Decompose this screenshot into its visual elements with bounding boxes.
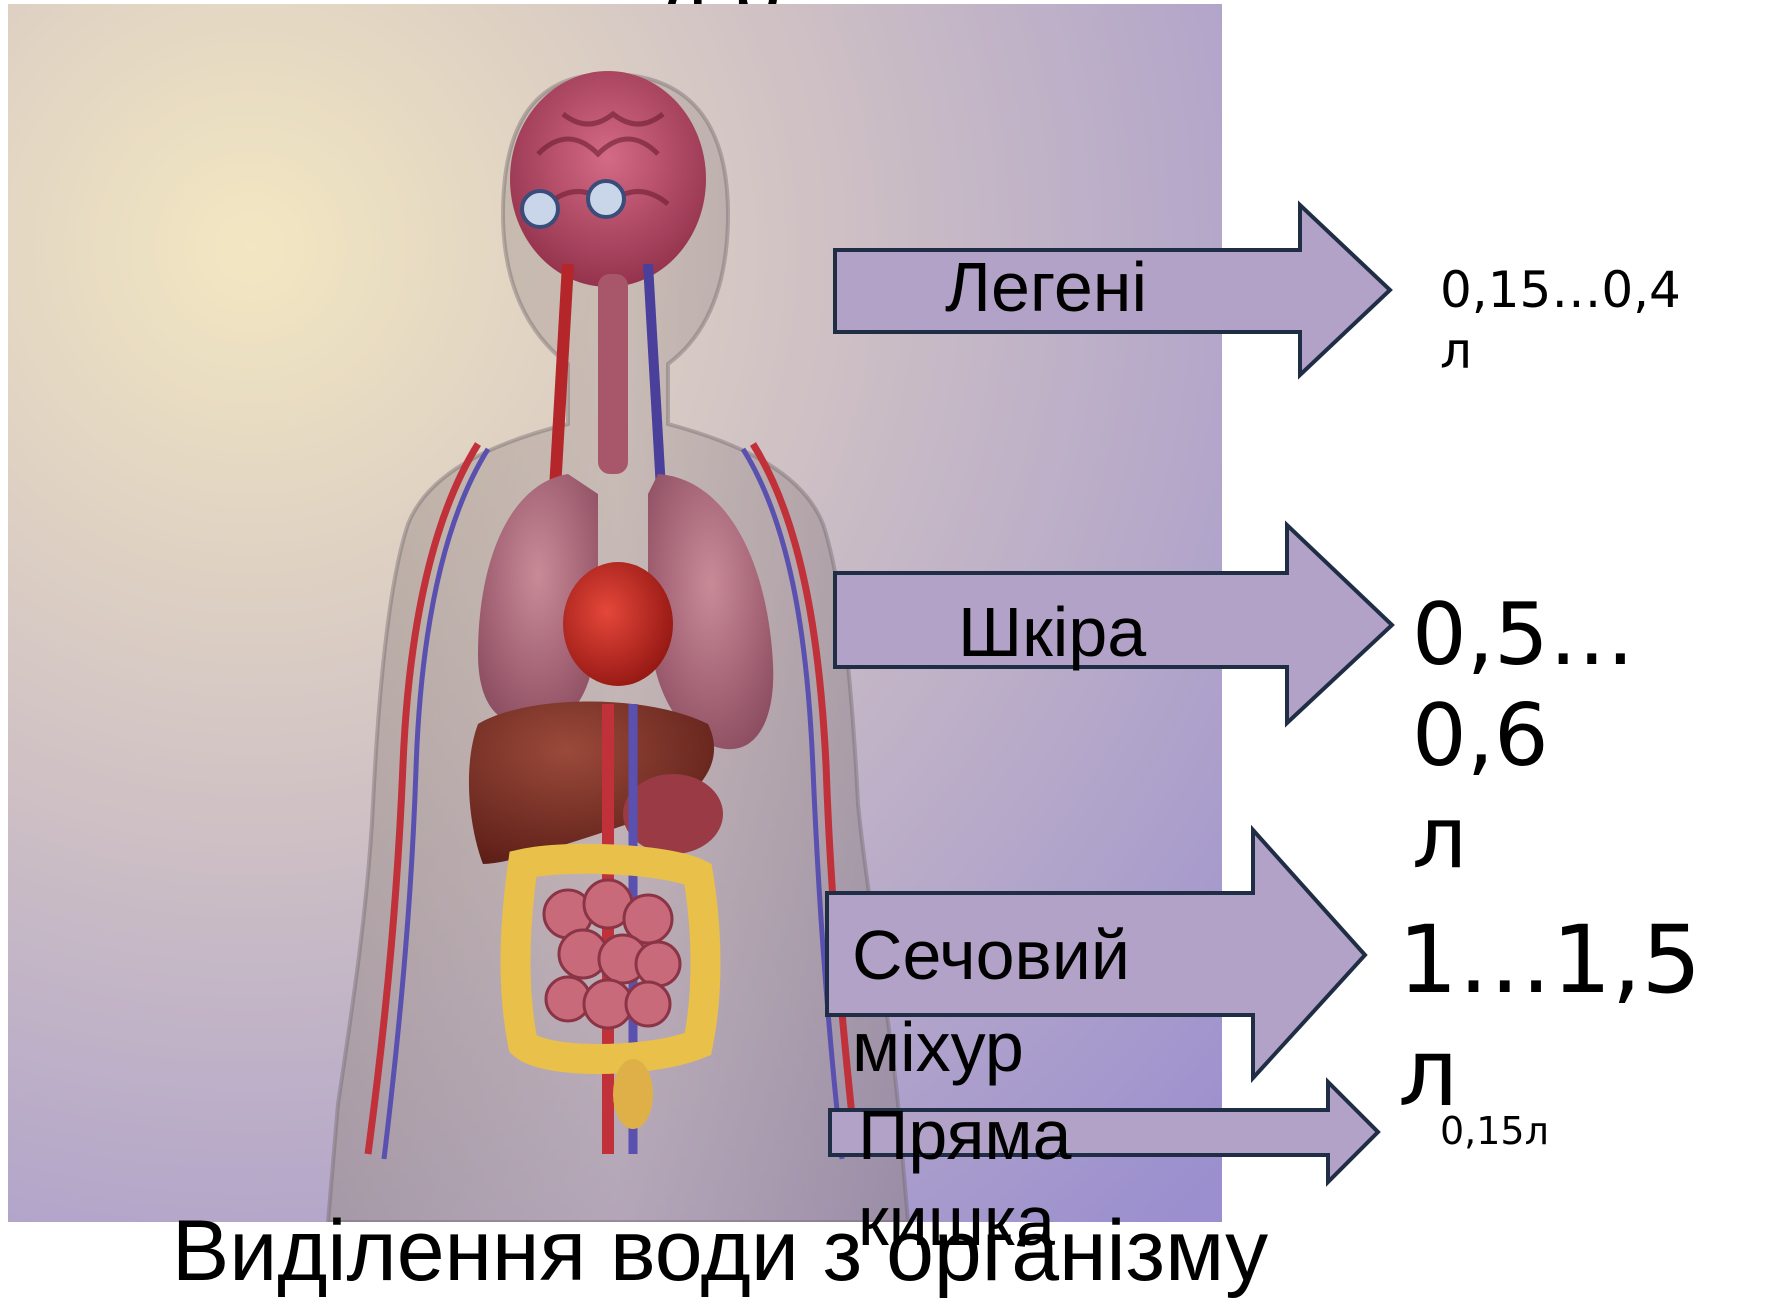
amount-skin-line1: 0,5…0,6 bbox=[1412, 585, 1766, 788]
amount-lungs-line2: л bbox=[1440, 321, 1681, 382]
amount-bladder: 1…1,5 л bbox=[1398, 905, 1701, 1131]
organ-label-bladder-line2: міхур bbox=[852, 1012, 1024, 1082]
amount-rectum: 0,15л bbox=[1440, 1108, 1549, 1154]
organ-label-rectum-line1: Пряма bbox=[858, 1100, 1071, 1170]
amount-bladder-line1: 1…1,5 bbox=[1398, 905, 1701, 1018]
amount-skin-line2: л bbox=[1412, 788, 1766, 889]
amount-skin: 0,5…0,6 л bbox=[1412, 585, 1766, 889]
organ-label-bladder-line1: Сечовий bbox=[852, 920, 1130, 990]
slide-caption: Виділення води з організму bbox=[0, 1208, 1440, 1294]
organ-label-skin: Шкіра bbox=[958, 597, 1146, 667]
amount-lungs-line1: 0,15…0,4 bbox=[1440, 260, 1681, 321]
amount-rectum-line1: 0,15л bbox=[1440, 1108, 1549, 1154]
organ-label-lungs: Легені bbox=[945, 252, 1147, 322]
amount-lungs: 0,15…0,4 л bbox=[1440, 260, 1681, 382]
